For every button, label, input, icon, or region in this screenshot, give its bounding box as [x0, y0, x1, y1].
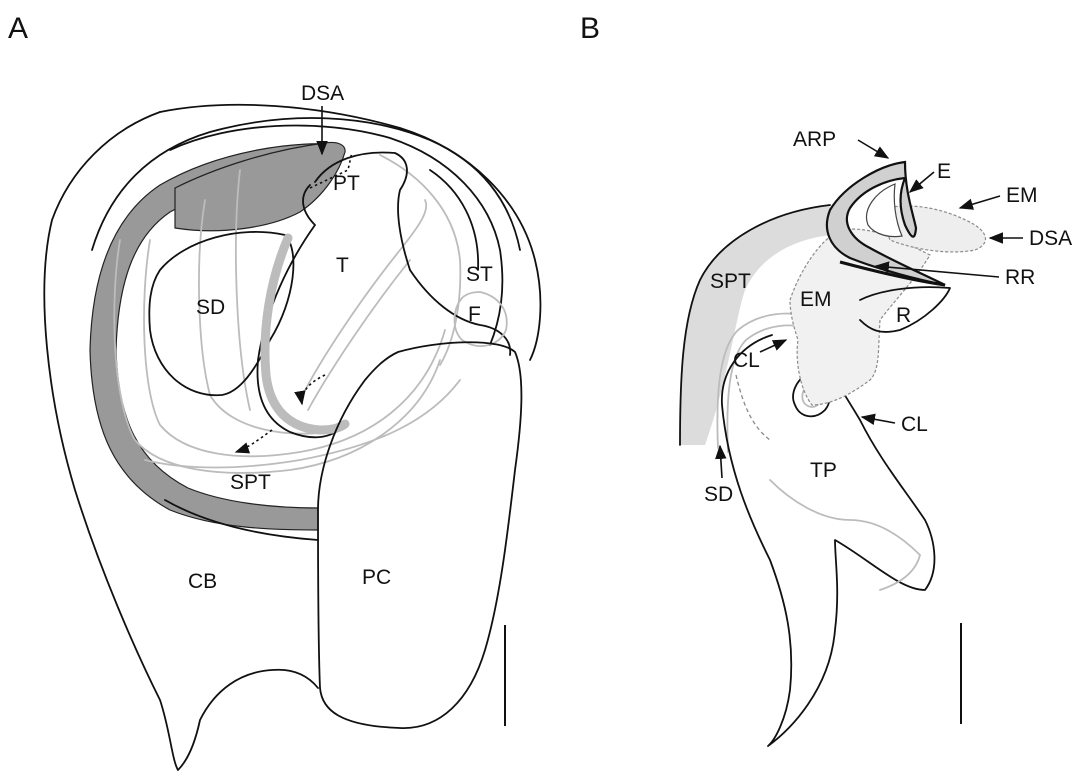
arrow-e	[910, 172, 934, 192]
st-curve	[430, 170, 478, 270]
label-cl-left: CL	[733, 349, 760, 372]
label-t: T	[336, 254, 349, 277]
label-sd-b: SD	[704, 483, 733, 506]
sd-duct-dash	[736, 375, 770, 440]
label-em-top: EM	[1006, 184, 1038, 207]
panel-b: B ARP E EM DSA RR	[580, 12, 1072, 746]
label-tp: TP	[810, 459, 837, 482]
sperm-duct-dark-wedge	[175, 142, 345, 230]
arrow-em-top	[960, 196, 1000, 208]
label-sd-a: SD	[196, 296, 225, 319]
panel-b-letter: B	[580, 12, 600, 45]
tp-inner-gray	[770, 480, 920, 590]
label-pt: PT	[333, 172, 360, 195]
label-st: ST	[466, 263, 493, 286]
arrow-cl-left	[760, 340, 786, 352]
label-em-mid: EM	[800, 288, 832, 311]
label-spt-b: SPT	[710, 270, 751, 293]
label-cb: CB	[188, 570, 217, 593]
duct-dotted-arrow-2	[236, 430, 272, 452]
tegulum-t-inner	[300, 200, 426, 400]
label-rr: RR	[1005, 266, 1035, 289]
cymbium-outline-upper	[160, 105, 540, 360]
label-dsa-a: DSA	[301, 82, 344, 105]
label-arp: ARP	[793, 128, 836, 151]
label-cl-right: CL	[901, 413, 928, 436]
label-f: F	[468, 303, 481, 326]
panel-a: A	[8, 12, 540, 770]
label-dsa-b: DSA	[1029, 227, 1072, 250]
label-pc: PC	[362, 566, 391, 589]
tegulum-t-gray	[265, 238, 345, 430]
label-e: E	[937, 160, 951, 183]
label-spt-a: SPT	[230, 471, 271, 494]
arrow-arp	[858, 140, 888, 158]
arrow-cl-right	[862, 417, 895, 423]
panel-a-letter: A	[8, 12, 28, 45]
label-r: R	[896, 304, 911, 327]
arrow-sd-b	[720, 446, 722, 478]
